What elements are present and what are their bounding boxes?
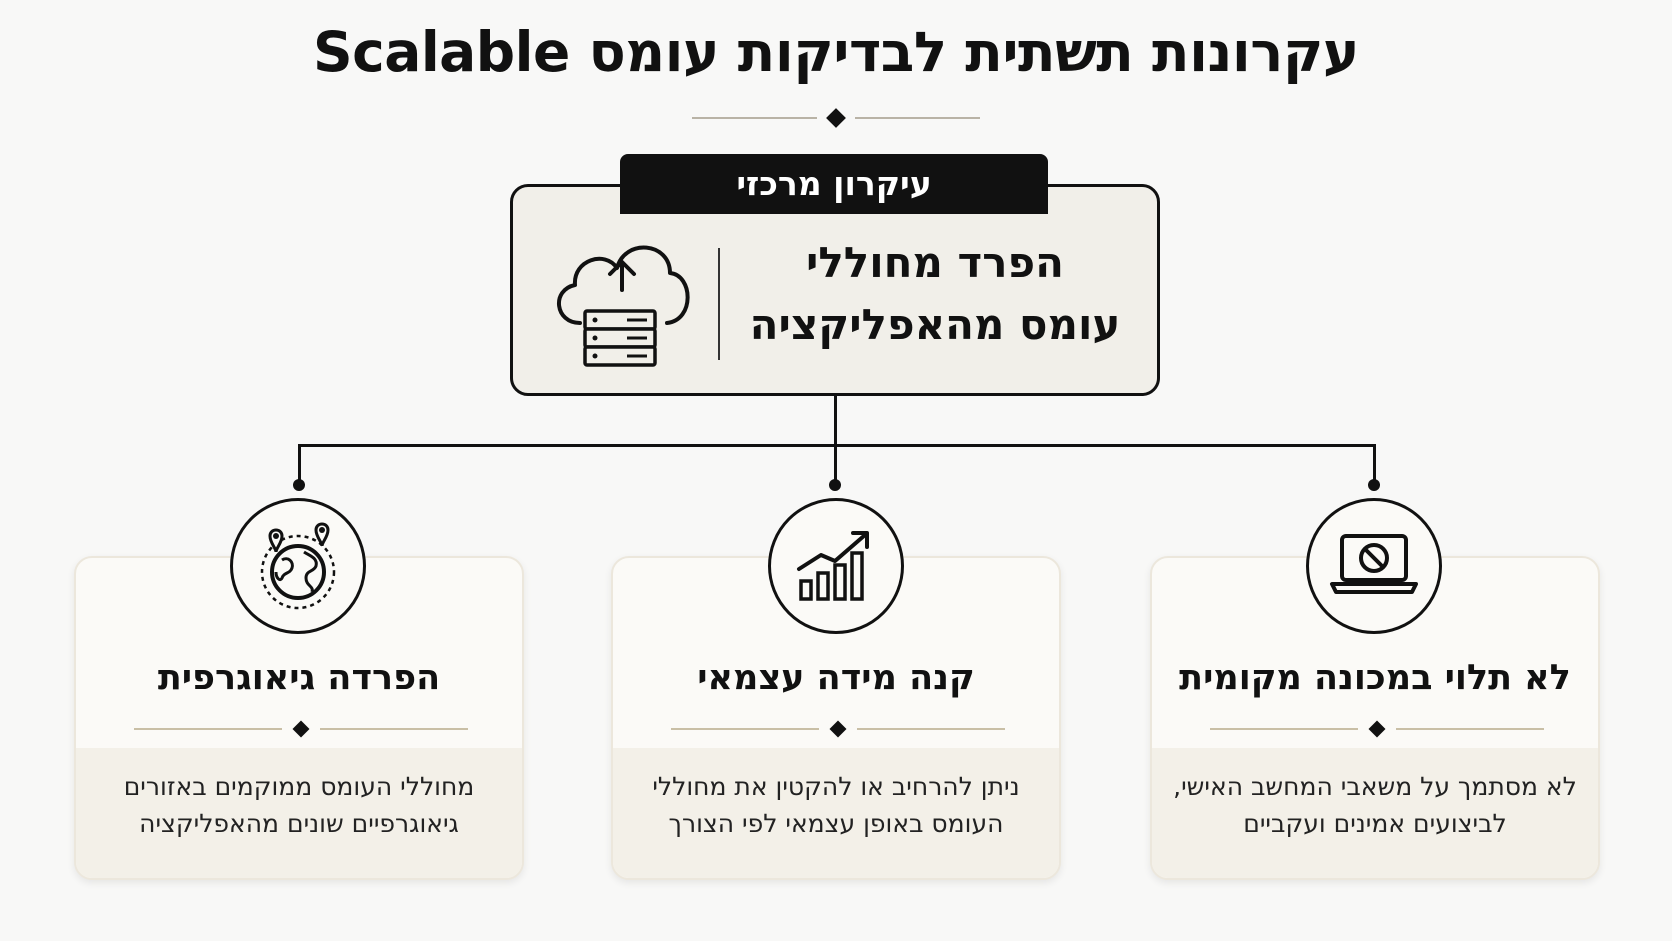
card-divider-left xyxy=(671,728,819,730)
card-title: לא תלוי במכונה מקומית xyxy=(1179,658,1571,698)
card-description-line2: לביצועים אמינים ועקביים xyxy=(1243,809,1507,838)
card-description: לא מסתמך על משאבי המחשב האישי, לביצועים … xyxy=(1166,768,1584,842)
page-title: עקרונות תשתית לבדיקות עומס Scalable xyxy=(312,20,1360,84)
card-divider-diamond xyxy=(292,720,310,738)
connector-trunk xyxy=(834,396,837,446)
title-divider-right xyxy=(855,117,980,119)
laptop-blocked-icon xyxy=(1330,534,1418,594)
connector-branch-left xyxy=(298,444,301,484)
connector-horizontal xyxy=(298,444,1376,447)
connector-branch-right xyxy=(1373,444,1376,484)
card-divider-left xyxy=(1210,728,1358,730)
card-description-area xyxy=(1152,748,1598,878)
card-divider-left xyxy=(134,728,282,730)
growth-chart-icon xyxy=(797,531,869,601)
card-divider-right xyxy=(320,728,468,730)
card-geographic-separation: הפרדה גיאוגרפית מחוללי העומס ממוקמים באז… xyxy=(74,556,524,880)
growth-chart-icon-circle xyxy=(768,498,904,634)
globe-pins-icon-circle xyxy=(230,498,366,634)
central-principle-line1: הפרד מחוללי xyxy=(806,238,1064,287)
connector-dot-right xyxy=(1368,479,1380,491)
connector-branch-center xyxy=(834,444,837,484)
card-description-area xyxy=(613,748,1059,878)
connector-dot-left xyxy=(293,479,305,491)
card-description-line2: גיאוגרפיים שונים מהאפליקציה xyxy=(139,809,459,838)
central-principle-text: הפרד מחוללי עומס מהאפליקציה xyxy=(735,232,1135,356)
card-divider-right xyxy=(1396,728,1544,730)
card-description-line1: מחוללי העומס ממוקמים באזורים xyxy=(123,772,475,801)
title-divider-diamond xyxy=(826,108,846,128)
card-description: ניתן להרחיב או להקטין את מחוללי העומס בא… xyxy=(627,768,1045,842)
card-divider-right xyxy=(857,728,1005,730)
card-divider-diamond xyxy=(829,720,847,738)
connector-dot-center xyxy=(829,479,841,491)
card-description-line1: ניתן להרחיב או להקטין את מחוללי xyxy=(652,772,1020,801)
card-divider-diamond xyxy=(1368,720,1386,738)
card-description: מחוללי העומס ממוקמים באזורים גיאוגרפיים … xyxy=(90,768,508,842)
card-description-area xyxy=(76,748,522,878)
card-no-local-machine: לא תלוי במכונה מקומית לא מסתמך על משאבי … xyxy=(1150,556,1600,880)
card-description-line2: העומס באופן עצמאי לפי הצורך xyxy=(668,809,1004,838)
globe-pins-icon xyxy=(260,522,336,610)
card-independent-scaling: קנה מידה עצמאי ניתן להרחיב או להקטין את … xyxy=(611,556,1061,880)
central-principle-tab: עיקרון מרכזי xyxy=(620,154,1048,214)
laptop-blocked-icon-circle xyxy=(1306,498,1442,634)
card-title: הפרדה גיאוגרפית xyxy=(157,658,441,698)
title-divider-left xyxy=(692,117,817,119)
central-principle-line2: עומס מהאפליקציה xyxy=(749,300,1121,349)
card-title: קנה מידה עצמאי xyxy=(697,658,975,698)
card-description-line1: לא מסתמך על משאבי המחשב האישי, xyxy=(1173,772,1577,801)
central-separator xyxy=(718,248,720,360)
cloud-server-upload-icon xyxy=(545,228,695,382)
